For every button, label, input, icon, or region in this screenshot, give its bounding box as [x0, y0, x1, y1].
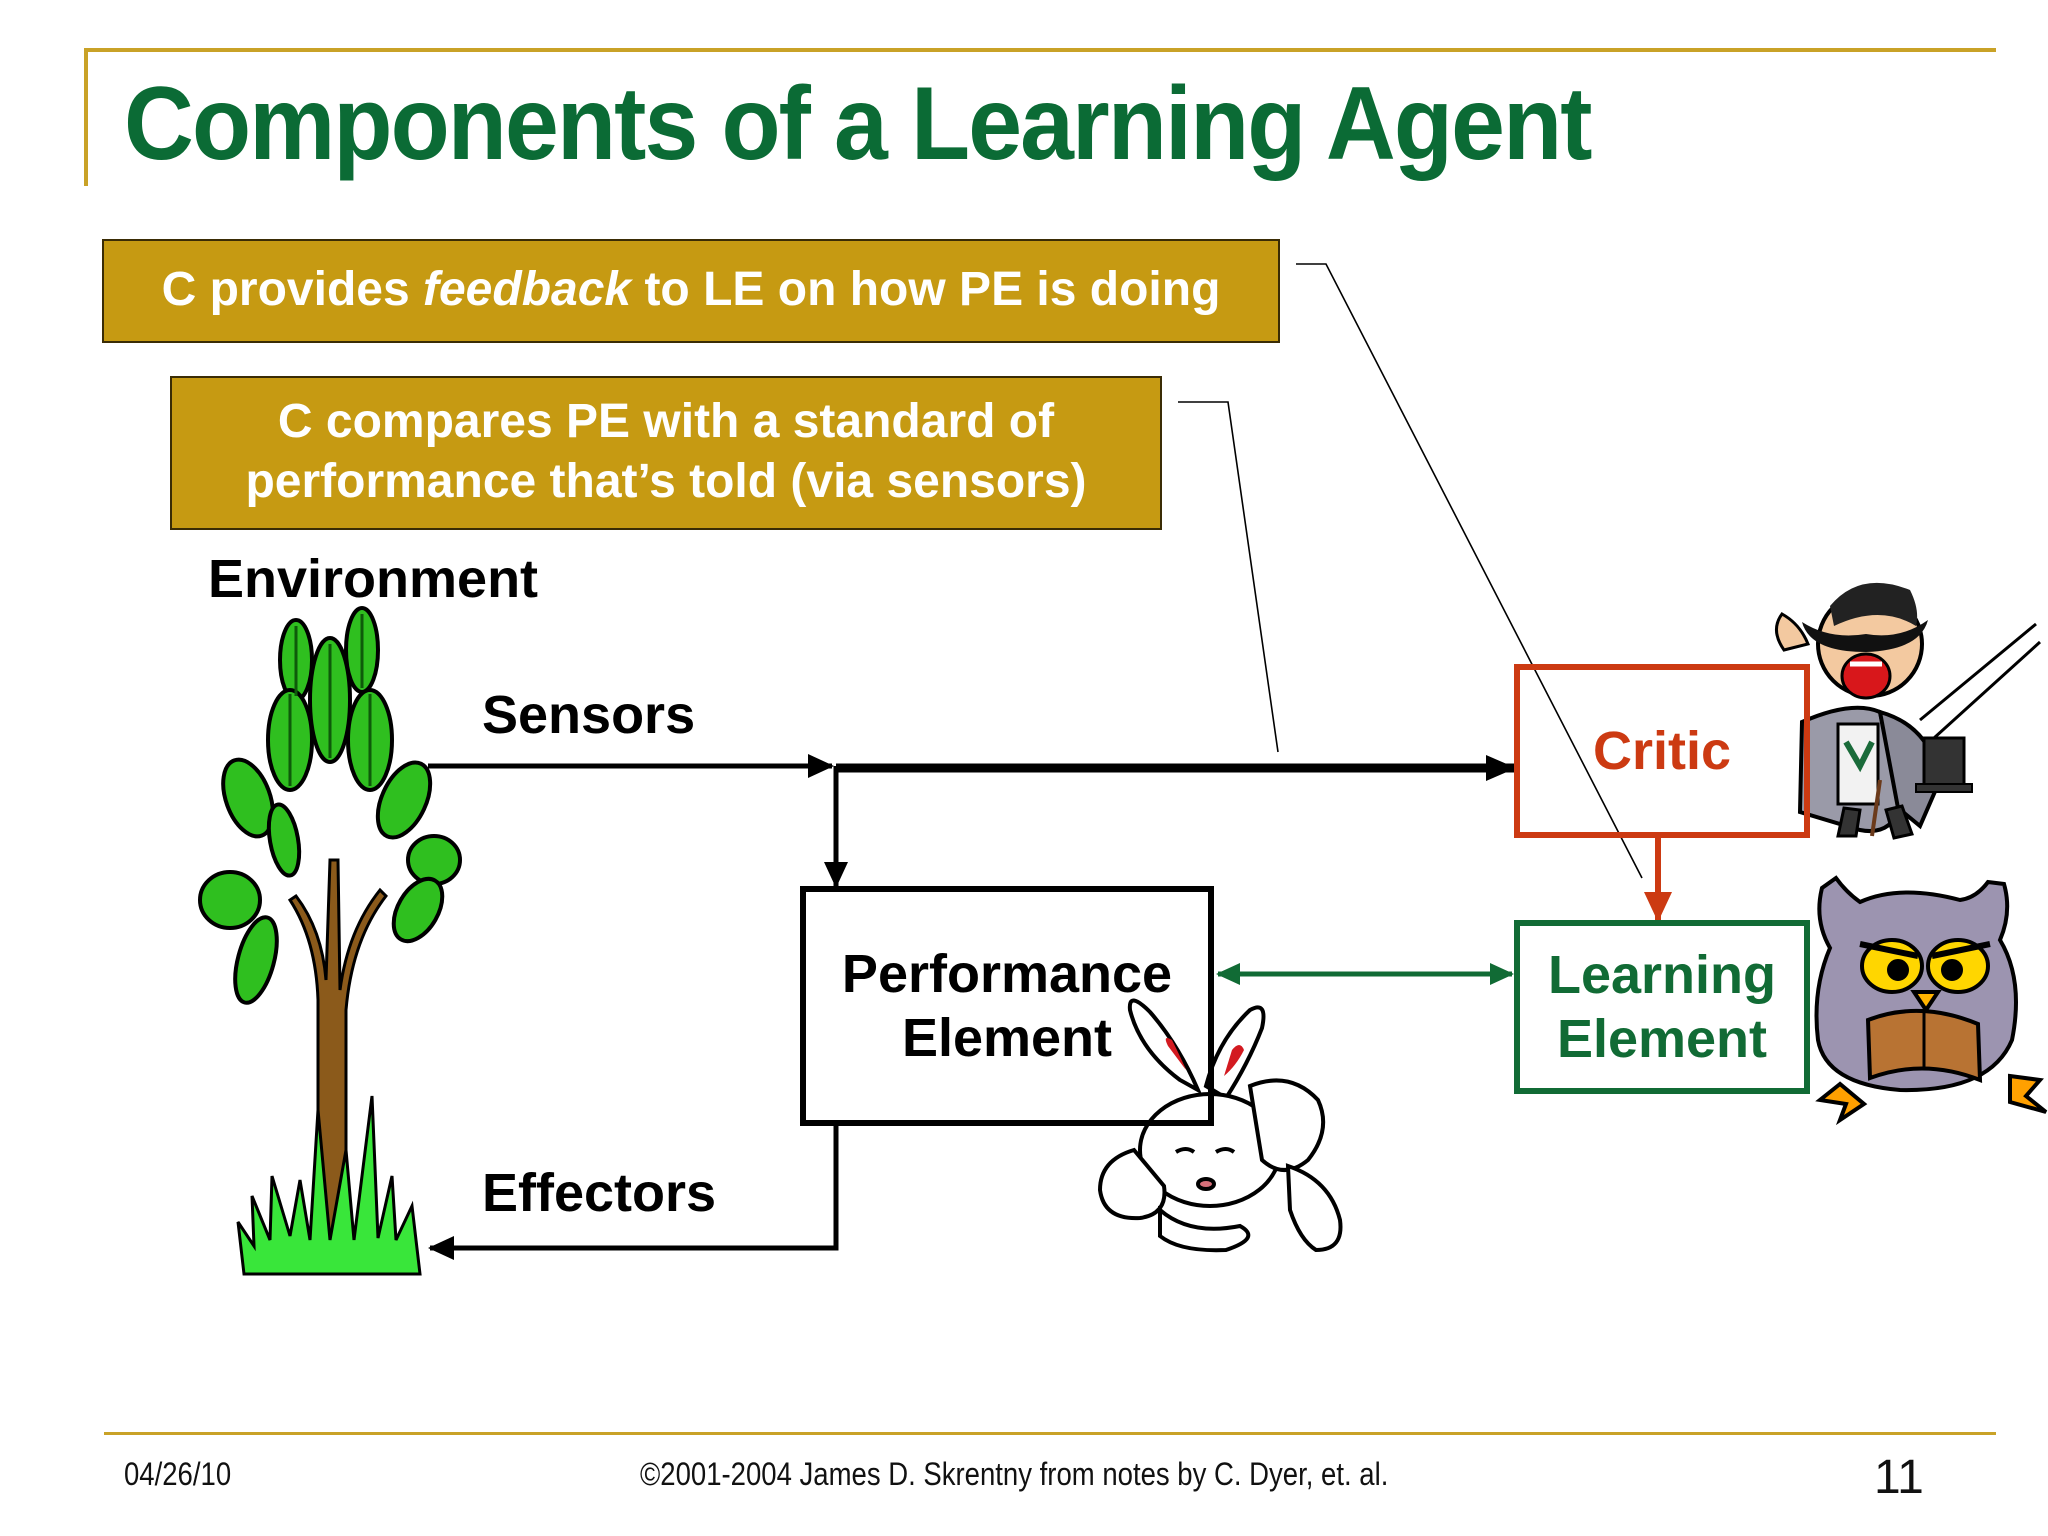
footer-date: 04/26/10 [124, 1456, 232, 1492]
performance-element-line1: Performance [841, 944, 1173, 1004]
effectors-arrow [428, 1126, 839, 1260]
footer-rule [104, 1432, 1996, 1435]
environment-label: Environment [208, 549, 539, 609]
feedback-callout-after: to LE on how PE is doing [631, 263, 1221, 316]
compare-callout-pointer [1178, 401, 1279, 753]
compare-callout-line1: C compares PE with a standard of [277, 395, 1055, 448]
page-number: 11 [1874, 1451, 1924, 1504]
critic-box: Critic [1514, 664, 1810, 838]
feedback-callout-pointer [1296, 263, 1643, 879]
learning-element-line2: Element [1556, 1009, 1768, 1069]
learning-element-box: Learning Element [1514, 920, 1810, 1094]
compare-callout: C compares PE with a standard of perform… [170, 376, 1162, 530]
critic-label: Critic [1592, 721, 1732, 781]
feedback-callout-emphasis: feedback [423, 263, 632, 316]
feedback-callout-before: C provides [161, 263, 423, 316]
performance-element-box: Performance Element [800, 886, 1214, 1126]
owl-reading-icon [1814, 875, 2048, 1126]
feedback-callout: C provides feedback to LE on how PE is d… [102, 239, 1280, 343]
learning-element-line1: Learning [1547, 945, 1777, 1005]
title-rule-top [84, 48, 1996, 52]
rabbit-icon [1097, 998, 1343, 1253]
compare-callout-line2: performance that’s told (via sensors) [245, 455, 1087, 508]
footer-copyright: ©2001-2004 James D. Skrentny from notes … [640, 1456, 1389, 1492]
slide-title: Components of a Learning Agent [124, 66, 1593, 182]
title-rule-left [84, 48, 88, 186]
grass-icon [236, 1095, 422, 1276]
tree-icon [198, 606, 462, 1272]
effectors-label: Effectors [482, 1163, 717, 1223]
critic-showman-icon [1775, 582, 2042, 840]
performance-element-line2: Element [901, 1008, 1113, 1068]
sensors-label: Sensors [482, 685, 696, 745]
